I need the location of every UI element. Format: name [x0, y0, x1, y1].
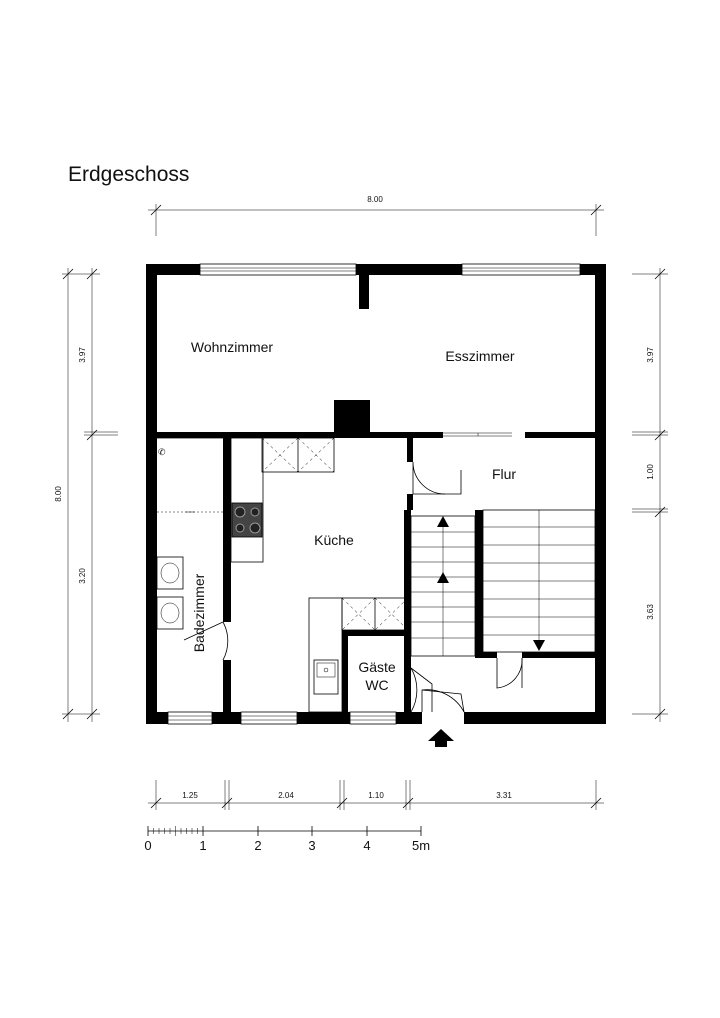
dim-right-lower: 3.63 [646, 604, 655, 620]
entrance-arrow-icon [428, 729, 454, 747]
windows [167, 263, 581, 725]
dim-left-lower: 3.20 [78, 568, 87, 584]
walls [146, 264, 606, 724]
shower-head-icon: ✆ [158, 447, 166, 457]
room-label-kueche: Küche [314, 532, 354, 548]
scale-label-3: 3 [308, 838, 315, 853]
bathroom-fittings: ✆ [156, 437, 223, 630]
room-label-wc: WC [365, 677, 388, 693]
dim-right-middle: 1.00 [646, 464, 655, 480]
dim-bottom-1: 1.25 [182, 791, 198, 800]
scale-label-0: 0 [144, 838, 151, 853]
room-label-wohnzimmer: Wohnzimmer [191, 339, 274, 355]
room-label-flur: Flur [492, 466, 516, 482]
kitchen-sink-icon [313, 659, 339, 695]
sliding-door [443, 432, 512, 437]
room-label-gaeste: Gäste [358, 659, 396, 675]
room-label-esszimmer: Esszimmer [445, 348, 515, 364]
dimension-lines [62, 204, 668, 810]
scale-label-2: 2 [254, 838, 261, 853]
dim-bottom-4: 3.31 [496, 791, 512, 800]
scale-label-5m: 5m [412, 838, 430, 853]
scale-label-1: 1 [199, 838, 206, 853]
dim-left-upper: 3.97 [78, 347, 87, 363]
plan-title: Erdgeschoss [68, 163, 190, 186]
dim-bottom-2: 2.04 [278, 791, 294, 800]
scale-bar [147, 826, 422, 836]
dim-right-upper: 3.97 [646, 347, 655, 363]
scale-label-4: 4 [363, 838, 370, 853]
dim-bottom-3: 1.10 [368, 791, 384, 800]
kitchen-fittings [230, 437, 409, 713]
dim-top-total: 8.00 [367, 195, 383, 204]
washbasin-icon-2 [156, 596, 184, 630]
washbasin-icon [156, 556, 184, 590]
doors [183, 461, 523, 713]
room-label-badezimmer: Badezimmer [191, 573, 207, 652]
dim-left-total: 8.00 [54, 486, 63, 502]
stairs [410, 509, 596, 657]
